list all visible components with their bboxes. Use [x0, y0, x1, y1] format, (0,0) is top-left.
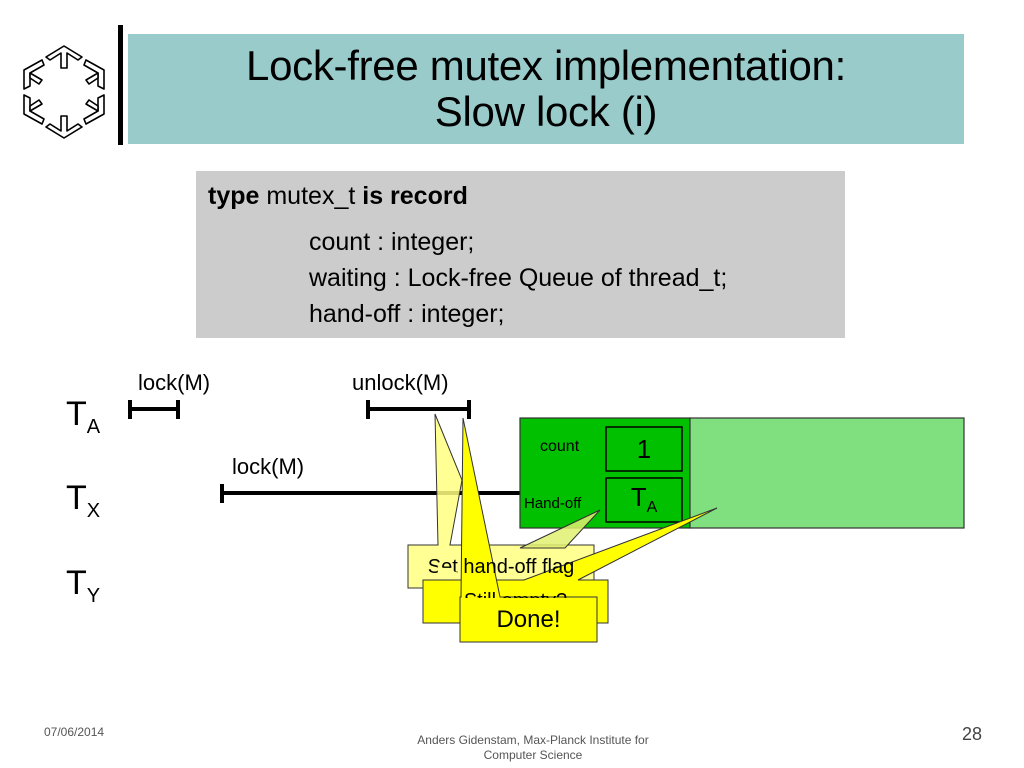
count-label: count — [540, 438, 580, 455]
handoff-thread-name: T — [630, 482, 647, 512]
thread-label-tx: TX — [66, 480, 100, 529]
op-label-ta-unlock: unlock(M) — [352, 370, 449, 395]
record-field-waiting: waiting : Lock-free Queue of thread_t; — [309, 264, 728, 292]
callout-set-handoff-text: Set hand-off flag — [427, 556, 575, 578]
record-definition-box: type mutex_t is record count : integer; … — [196, 171, 845, 338]
keyword-is-record: is record — [362, 182, 468, 210]
callout-done-text: Done! — [496, 606, 561, 633]
title-divider-rule — [118, 25, 123, 145]
handoff-cell — [605, 477, 683, 523]
ta-lock-interval — [128, 400, 180, 419]
type-name: mutex_t — [266, 182, 356, 210]
ta-unlock-interval — [366, 400, 471, 419]
page-number: 28 — [962, 724, 983, 744]
count-value: 1 — [636, 434, 652, 464]
thread-label-ty: TY — [66, 565, 100, 614]
title-line-2: Slow lock (i) — [434, 88, 658, 135]
thread-subscript: Y — [86, 585, 101, 607]
record-header: type mutex_t is record — [208, 181, 468, 211]
callout-done-shape — [459, 417, 598, 643]
thread-subscript: A — [86, 416, 101, 438]
handoff-thread-subscript: A — [646, 499, 658, 516]
thread-label-ta: TA — [66, 396, 100, 445]
waiting-queue-box — [689, 417, 965, 529]
record-field-count: count : integer; — [309, 228, 475, 256]
thread-name: T — [66, 564, 87, 602]
slide-title: Lock-free mutex implementation: Slow loc… — [128, 34, 964, 144]
title-line-1: Lock-free mutex implementation: — [246, 42, 846, 89]
thread-name: T — [66, 479, 87, 517]
thread-name: T — [66, 395, 87, 433]
footer-credit: Anders Gidenstam, Max-Planck Institute f… — [368, 733, 698, 763]
handoff-label: Hand-off — [524, 495, 582, 512]
hexagon-arrows-logo-icon — [23, 45, 105, 139]
footer-credit-line-2: Computer Science — [483, 748, 583, 762]
thread-subscript: X — [86, 500, 101, 522]
op-label-tx-lock: lock(M) — [232, 454, 305, 479]
record-field-handoff: hand-off : integer; — [309, 300, 505, 328]
op-label-ta-lock: lock(M) — [138, 370, 211, 395]
count-cell — [605, 426, 683, 472]
handoff-value: TA — [606, 482, 682, 523]
footer-credit-line-1: Anders Gidenstam, Max-Planck Institute f… — [417, 733, 649, 747]
callout-still-empty-text: Still empty? — [423, 590, 608, 598]
footer-date: 07/06/2014 — [44, 725, 105, 739]
keyword-type: type — [208, 182, 260, 210]
